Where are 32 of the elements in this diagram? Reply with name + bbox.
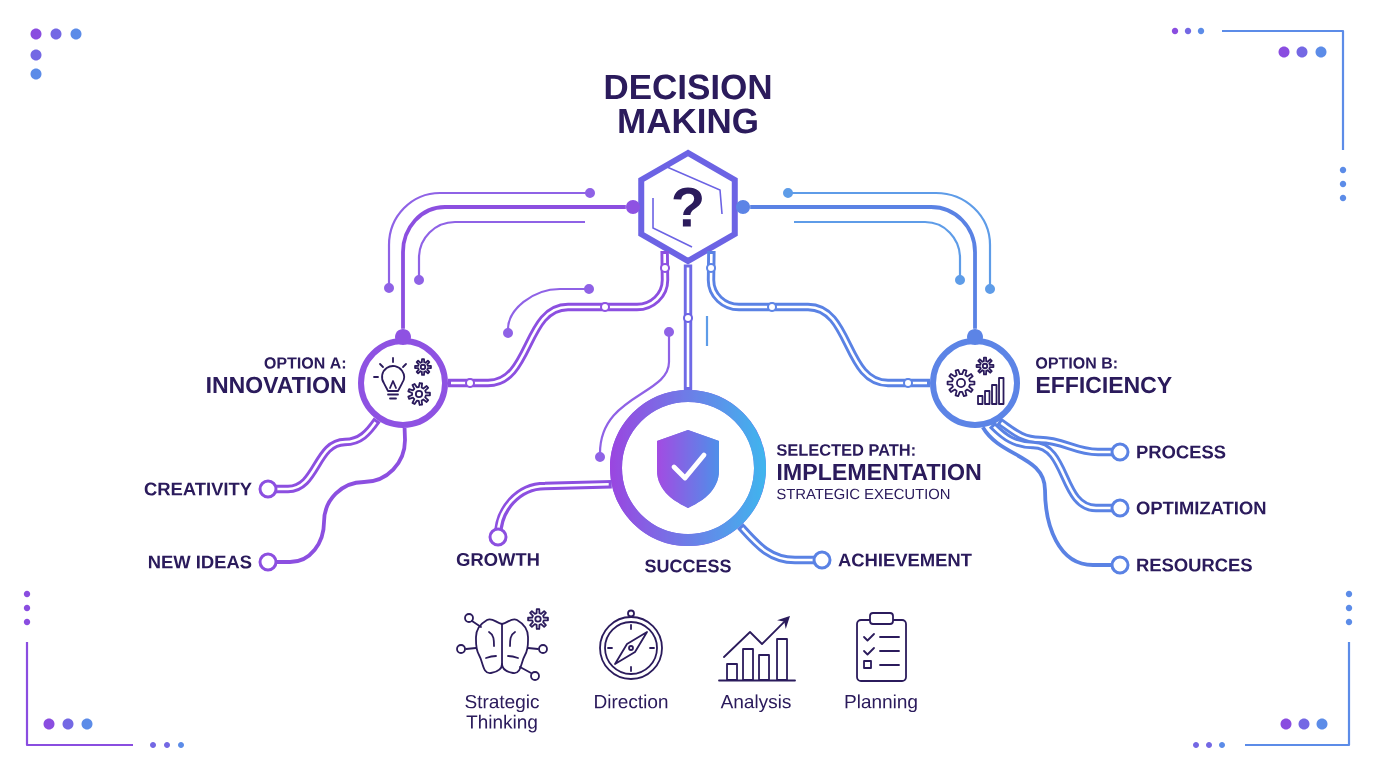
path-title: IMPLEMENTATION [778, 463, 981, 481]
connector [737, 523, 832, 570]
option-title: EFFICIENCY [1036, 376, 1172, 394]
branch-label: ACHIEVEMENT [838, 553, 972, 567]
node-caption: SUCCESS [645, 559, 731, 573]
connector [258, 417, 381, 499]
path-caption: SELECTED PATH: [776, 444, 915, 456]
connector [488, 480, 612, 547]
connector [996, 417, 1130, 462]
branch-label: RESOURCES [1137, 558, 1252, 572]
icon-caption: Analysis [720, 694, 791, 713]
connector [988, 421, 1130, 518]
connector [258, 427, 407, 572]
branch-label: CREATIVITY [144, 482, 252, 496]
icon-caption: Direction [595, 694, 668, 709]
option-title: INNOVATION [207, 376, 346, 394]
connector [750, 205, 977, 329]
connector [448, 250, 670, 388]
connector [981, 426, 1130, 575]
branch-label: PROCESS [1137, 445, 1226, 459]
connector [401, 205, 626, 329]
connector [706, 250, 930, 388]
title: DECISION MAKING [605, 74, 771, 134]
option-caption: OPTION B: [1036, 357, 1117, 369]
branch-label: NEW IDEAS [148, 555, 252, 569]
icon-caption: Strategic Thinking [465, 694, 539, 733]
option-caption: OPTION A: [264, 357, 346, 369]
connector [683, 264, 693, 390]
branch-label: GROWTH [456, 553, 539, 567]
icon-caption: Planning [845, 694, 917, 713]
path-subtitle: STRATEGIC EXECUTION [777, 488, 950, 500]
branch-label: OPTIMIZATION [1136, 501, 1266, 515]
